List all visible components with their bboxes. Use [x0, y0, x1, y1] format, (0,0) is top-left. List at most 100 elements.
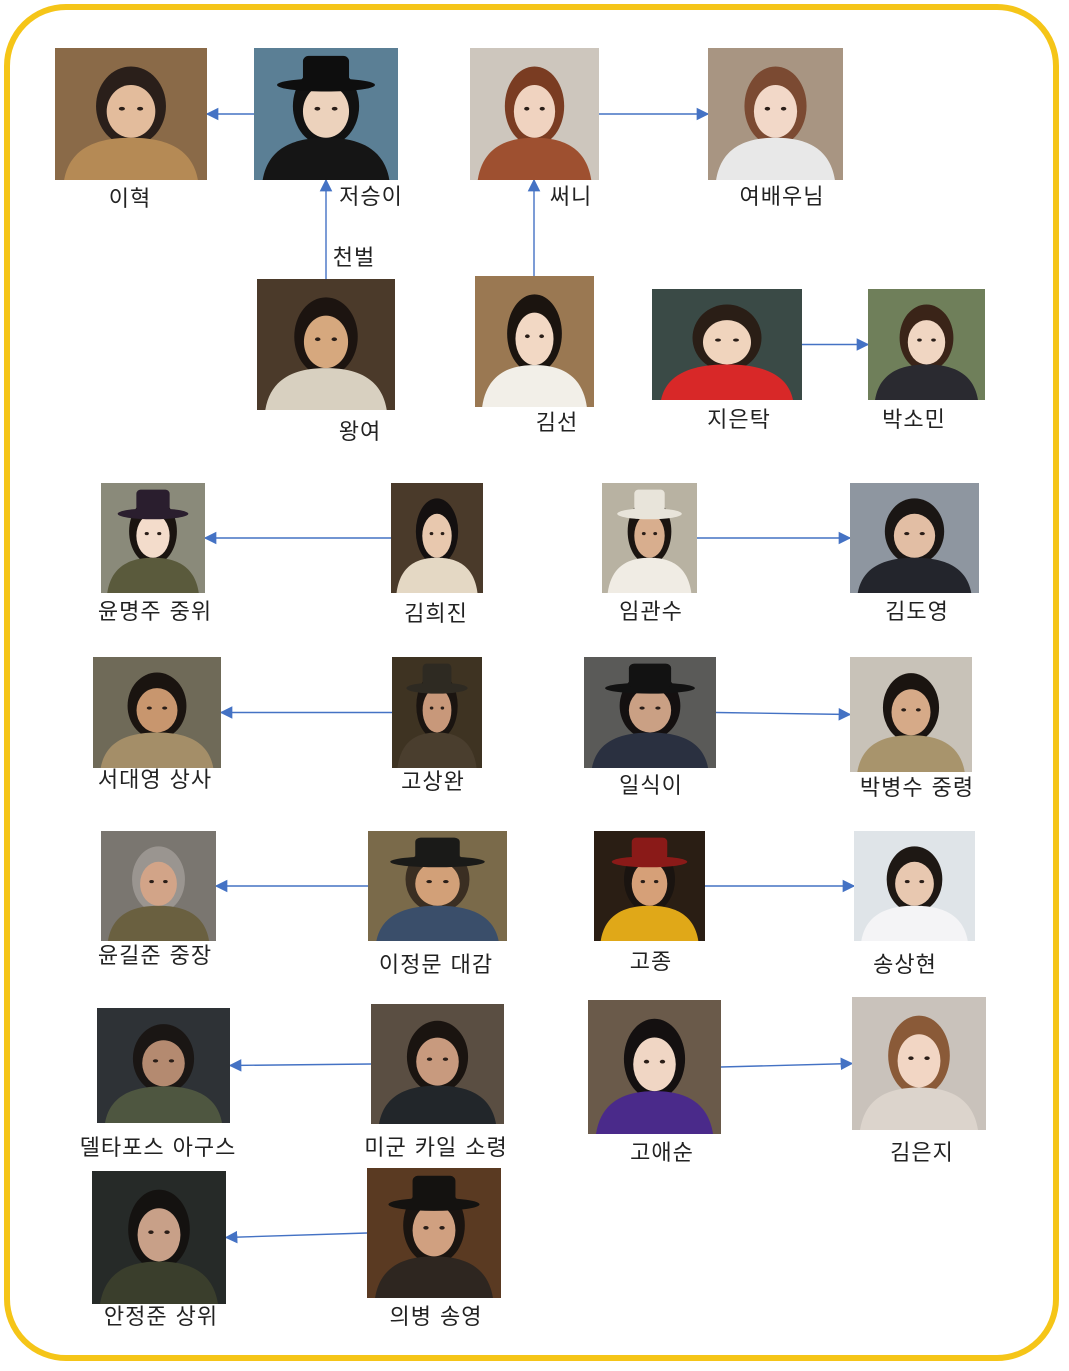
portrait-eye: [659, 1059, 666, 1064]
portrait-eye: [901, 708, 907, 712]
photo-sunny: [470, 48, 599, 180]
label-kosangwan: 고상완: [401, 770, 465, 795]
photo-wangyeo: [257, 279, 395, 410]
label-ilsiki: 일식이: [619, 774, 683, 799]
photo-kyle: [371, 1004, 504, 1124]
label-leehyuk: 이혁: [108, 187, 152, 212]
photo-seodaeyoung: [93, 657, 221, 768]
portrait-eye: [915, 708, 921, 712]
portrait-clothes: [265, 368, 387, 410]
portrait-face: [422, 688, 452, 733]
portrait-eye: [164, 1230, 170, 1235]
portrait-clothes: [600, 905, 699, 941]
portrait-eye: [539, 106, 545, 111]
portrait-clothes: [262, 137, 390, 180]
portrait-face: [137, 1208, 181, 1262]
portrait-eye: [144, 532, 149, 536]
photo-koaesun: [588, 1000, 721, 1134]
portrait-face: [513, 84, 556, 138]
portrait-eye: [314, 106, 321, 111]
portrait-face: [302, 84, 350, 138]
portrait-clothes: [397, 732, 477, 768]
label-parksomin: 박소민: [882, 408, 946, 433]
portrait-face: [893, 513, 936, 558]
portrait-face: [753, 84, 798, 138]
photo-kosangwan: [392, 657, 482, 768]
portrait-face: [303, 315, 349, 369]
portrait-face: [416, 1037, 459, 1086]
portrait-hat-crown: [634, 489, 665, 514]
portrait-eye: [539, 334, 545, 339]
portrait-eye: [917, 338, 922, 342]
portrait-eye: [148, 1230, 154, 1235]
portrait-eye: [429, 532, 434, 536]
portrait-eye: [440, 706, 445, 710]
portrait-eye: [640, 880, 646, 884]
portrait-eye: [904, 880, 910, 884]
portrait-eye: [919, 532, 925, 536]
portrait-eye: [924, 1056, 930, 1061]
portrait-eye: [524, 334, 530, 339]
portrait-face: [631, 861, 668, 906]
label-yoongiljun: 윤길준 중장: [97, 944, 213, 969]
label-parkbyungsu: 박병수 중령: [859, 776, 975, 801]
portrait-hat-crown: [302, 55, 350, 85]
label-kimeunji: 김은지: [890, 1141, 954, 1166]
portrait-eye: [423, 1225, 429, 1230]
portrait-face: [136, 688, 178, 733]
portrait-eye: [149, 880, 154, 884]
photo-jeoseung: [254, 48, 398, 180]
label-yoonmyungju: 윤명주 중위: [97, 600, 213, 625]
portrait-clothes: [861, 905, 968, 941]
portrait-clothes: [661, 364, 793, 400]
photo-yoonmyungju: [101, 483, 205, 593]
portrait-eye: [426, 1057, 433, 1061]
portrait-face: [106, 84, 156, 138]
portrait-eye: [162, 706, 168, 710]
portrait-clothes: [607, 557, 692, 593]
photo-actress: [708, 48, 843, 180]
label-leejungmun: 이정문 대감: [378, 953, 494, 978]
photo-kimdoyoung: [850, 483, 979, 593]
portrait-face: [897, 1034, 941, 1088]
portrait-clothes: [396, 557, 478, 593]
portrait-hat-crown: [412, 1175, 456, 1205]
portrait-face: [634, 513, 665, 558]
portrait-clothes: [857, 557, 972, 593]
label-wangyeo: 왕여: [338, 420, 382, 445]
label-gojong: 고종: [629, 950, 673, 975]
portrait-hat-crown: [415, 837, 460, 862]
portrait-face: [412, 1204, 456, 1257]
diagram-frame: [4, 4, 1059, 1361]
label-anjungjun: 안정준 상위: [103, 1305, 219, 1330]
portrait-clothes: [482, 365, 587, 407]
portrait-eye: [904, 532, 910, 536]
label-jeoseung: 저승이: [339, 185, 403, 210]
label-deltaforce: 델타포스 아구스: [79, 1136, 237, 1161]
portrait-eye: [331, 337, 338, 342]
portrait-hat-brim: [605, 682, 695, 694]
portrait-eye: [163, 880, 168, 884]
portrait-eye: [524, 106, 530, 111]
photo-leejungmun: [368, 831, 507, 941]
portrait-hat-crown: [136, 489, 170, 514]
portrait-face: [703, 320, 751, 365]
label-songsanghyun: 송상현: [873, 953, 937, 978]
portrait-eye: [443, 880, 449, 884]
portrait-eye: [653, 532, 658, 536]
portrait-eye: [118, 106, 125, 111]
portrait-eye: [168, 1059, 175, 1063]
portrait-eye: [641, 532, 646, 536]
portrait-eye: [146, 706, 152, 710]
portrait-clothes: [591, 732, 709, 768]
label-punishment: 천벌: [332, 246, 376, 271]
portrait-clothes: [376, 905, 499, 941]
portrait-eye: [440, 532, 445, 536]
photo-gojong: [594, 831, 705, 941]
photo-kimheejin: [391, 483, 483, 593]
portrait-hat-brim: [406, 682, 468, 694]
portrait-eye: [314, 337, 321, 342]
portrait-clothes: [857, 735, 965, 772]
label-jieuntak: 지은탁: [707, 408, 771, 433]
photo-imkwansu: [602, 483, 697, 593]
